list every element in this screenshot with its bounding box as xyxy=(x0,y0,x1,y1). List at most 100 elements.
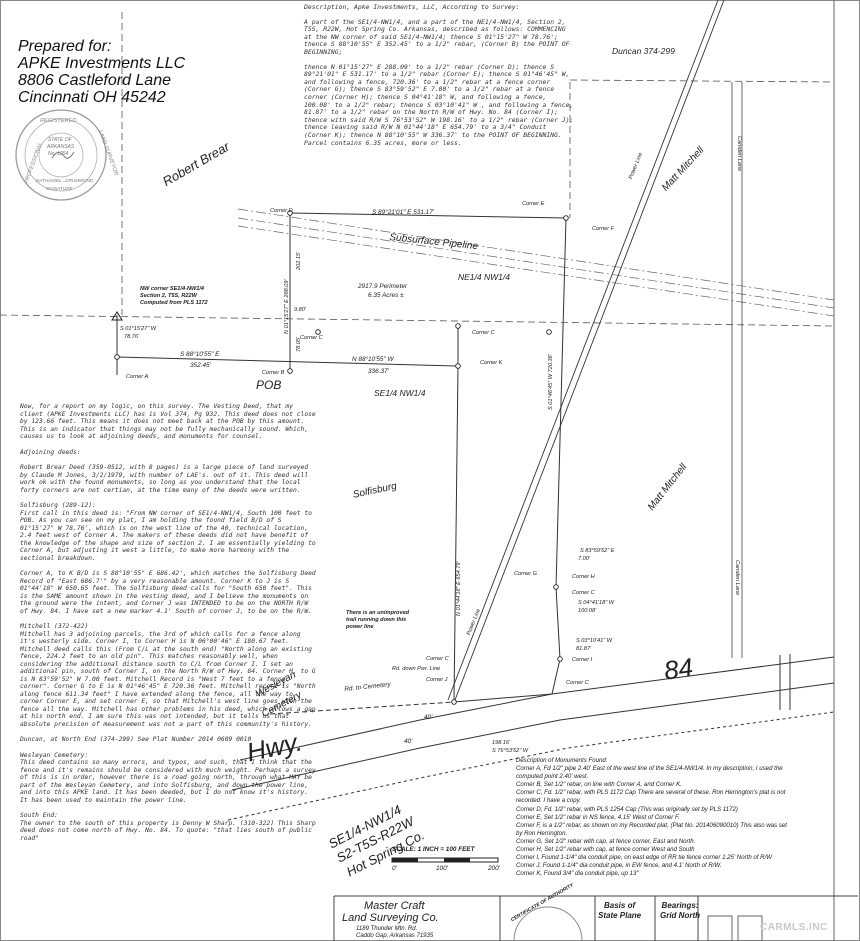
notes-paragraph-7: Duncan, at North End (374-299) See Plat … xyxy=(20,736,252,743)
seal-registered-surveyor xyxy=(15,109,107,201)
seal-name-banner: NATHANIEL...DRUMMOND xyxy=(36,178,94,183)
label-duncan: Duncan 374-299 xyxy=(612,46,675,56)
bearing-n88-right-dist: 336.37' xyxy=(368,368,389,375)
label-rd-down-pwr-line: Rd. down Pwr. Line xyxy=(392,666,441,672)
label-corner-f: Corner F xyxy=(592,226,615,232)
seal-center-1: STATE OF xyxy=(48,137,72,143)
notes-paragraph-8: This deed contains so many errors, and t… xyxy=(20,759,316,804)
description-paragraph-1: A part of the SE1/4-NW1/4, and a part of… xyxy=(304,17,570,56)
watermark: CARMLS.INC xyxy=(760,922,828,933)
label-corner-e: Corner E xyxy=(522,201,545,207)
monument-item: Corner H, Set 1/2" rebar with cap, at fe… xyxy=(516,846,695,854)
monument-item: Corner C, Fd. 1/2" rebar, with PLS 1172 … xyxy=(516,789,786,805)
seal-top-text: REGISTERED xyxy=(40,118,77,124)
title-block-basis: Basis of State Plane xyxy=(598,901,641,921)
label-unimproved-1: There is an unimproved xyxy=(346,610,410,616)
camden-lane xyxy=(731,82,743,658)
label-nw-corner-1: NW corner SE1/4-NW1/4 xyxy=(140,286,205,292)
address-line-1: 1189 Thunder Mtn. Rd. xyxy=(356,926,418,932)
label-corner-d: Corner D xyxy=(270,208,293,214)
bearing-s83: S 83°59'52" E xyxy=(580,548,615,554)
bearings-line-1: Bearings: xyxy=(661,901,699,910)
label-se-quarter: SE1/4 NW1/4 xyxy=(374,388,426,398)
highway-84 xyxy=(227,654,835,821)
title-block-lines xyxy=(333,895,858,941)
label-corner-c-1: Corner C xyxy=(300,335,323,341)
label-corner-c-4: Corner C xyxy=(426,656,449,662)
monuments-found: Description of Monuments Found: Corner A… xyxy=(516,757,794,878)
prepared-for-block: Prepared for: APKE Investments LLC 8806 … xyxy=(18,38,185,106)
label-corner-g: Corner G xyxy=(514,571,538,577)
notes-heading-9: South End: xyxy=(20,812,58,819)
label-corner-j: Corner J xyxy=(426,677,448,683)
bearing-n01-small-3: 9.80' xyxy=(294,307,306,313)
label-nw-corner-3: Computed from PLS 1172 xyxy=(140,300,208,306)
company-line-1: Master Craft xyxy=(364,900,425,912)
notes-heading-6: Mitchell (372-422) xyxy=(20,623,89,630)
notes-paragraph-3: Robert Brear Deed (359-0512, with 8 page… xyxy=(20,464,309,494)
prepared-for-heading: Prepared for: xyxy=(18,38,112,55)
bearing-s76-dist: 198.16' xyxy=(492,740,511,746)
scale-title: SCALE: 1 INCH = 100 FEET xyxy=(392,846,475,853)
prepared-for-line-2: 8806 Castleford Lane xyxy=(18,72,171,89)
notes-paragraph-5: Corner A, to K B/D is S 88°10'55" E 686.… xyxy=(20,570,316,615)
bearing-s83-dist: 7.00' xyxy=(578,556,590,562)
label-acres: 6.35 Acres ± xyxy=(368,292,404,299)
label-corner-a: Corner A xyxy=(126,374,149,380)
label-hwy-number: 84 xyxy=(662,651,695,686)
bearing-s04-dist: 100.08' xyxy=(578,608,597,614)
monuments-title: Description of Monuments Found: xyxy=(516,757,608,764)
bearing-s76: S 76°53'52" W xyxy=(492,748,529,754)
scale-tick-200: 200' xyxy=(488,865,500,872)
notes-paragraph-4: First call in this deed is: "From NW cor… xyxy=(20,509,316,562)
basis-line-1: Basis of xyxy=(604,901,636,910)
notes-paragraph-6: Mitchell has 3 adjoining parcels, the 3r… xyxy=(20,630,316,728)
label-camden-lane-1: Camden Lane xyxy=(736,136,742,172)
bearing-s88-left: S 88°10'55" E xyxy=(180,351,220,358)
pipeline-lines xyxy=(237,208,835,317)
basis-line-2: State Plane xyxy=(598,911,642,920)
bearing-n01-small: 202.15' xyxy=(296,251,302,270)
row-40-2: 40' xyxy=(404,738,413,745)
monument-item: Corner B, Set 1/2" rebar, on line with C… xyxy=(516,781,682,789)
legal-description: Description, Apke Investments, LLC, Acco… xyxy=(304,3,576,154)
boundary-lines xyxy=(116,212,567,703)
label-corner-i: Corner I xyxy=(572,657,593,663)
bearing-s01-left-dist: 78.76' xyxy=(124,334,140,340)
power-line xyxy=(447,0,725,701)
description-title: Description, Apke Investments, LLC, Acco… xyxy=(304,3,520,11)
prepared-for-line-1: APKE Investments LLC xyxy=(18,55,186,72)
bearing-s89: S 89°21'01" E 531.17' xyxy=(372,209,434,216)
label-nw-corner-2: Section 2, T5S, R22W xyxy=(140,293,197,299)
label-corner-c-2: Corner C xyxy=(472,330,495,336)
prepared-for-line-3: Cincinnati OH 45242 xyxy=(18,89,166,106)
label-corner-k: Corner K xyxy=(480,360,503,366)
notes-paragraph-2: Adjoining deeds: xyxy=(20,448,81,456)
title-block-bearings: Bearings: Grid North xyxy=(660,901,700,921)
bearing-s01-long: S 01°46'45" W 720.36' xyxy=(548,354,554,410)
monument-item: Corner J, Found 1-1/4" dia conduit pipe,… xyxy=(516,862,722,870)
scale-tick-100: 100' xyxy=(436,865,448,872)
monument-item: Corner K, Found 3/4" dia conduit pipe, u… xyxy=(516,870,639,878)
description-paragraph-2: thence N 01°15'27" E 288.09' to a 1/2" r… xyxy=(304,62,574,147)
row-40-1: 40' xyxy=(424,714,433,721)
bearing-s03: S 03°10'41" W xyxy=(576,638,613,644)
label-perimeter: 2917.9 Perimeter xyxy=(358,283,408,290)
company-line-2: Land Surveying Co. xyxy=(342,912,439,924)
nw-corner-triangle xyxy=(111,311,123,321)
seal-center-2: ARKANSAS xyxy=(47,144,75,150)
label-unimproved-2: trail running down this xyxy=(346,617,407,623)
bearings-line-2: Grid North xyxy=(660,911,700,920)
monument-item: Corner E, Set 1/2" rebar in NS fence, 4.… xyxy=(516,813,680,821)
notes-heading-8: Wesleyan Cemetery: xyxy=(20,751,89,759)
survey-notes: Now, for a report on my logic, on this s… xyxy=(20,403,316,850)
bearing-n88-right: N 88°10'55" W xyxy=(352,356,394,363)
address-line-2: Caddo Gap, Arkansas 71935 xyxy=(356,932,434,939)
bearing-s03-dist: 81.87' xyxy=(576,646,592,652)
bearing-n01-small-2: 78.05' xyxy=(296,336,302,352)
label-pob: POB xyxy=(256,378,282,392)
seal-signature-label: SIGNATURE xyxy=(46,186,73,191)
label-corner-h: Corner H xyxy=(572,574,595,580)
label-ne-quarter: NE1/4 NW1/4 xyxy=(458,272,510,282)
